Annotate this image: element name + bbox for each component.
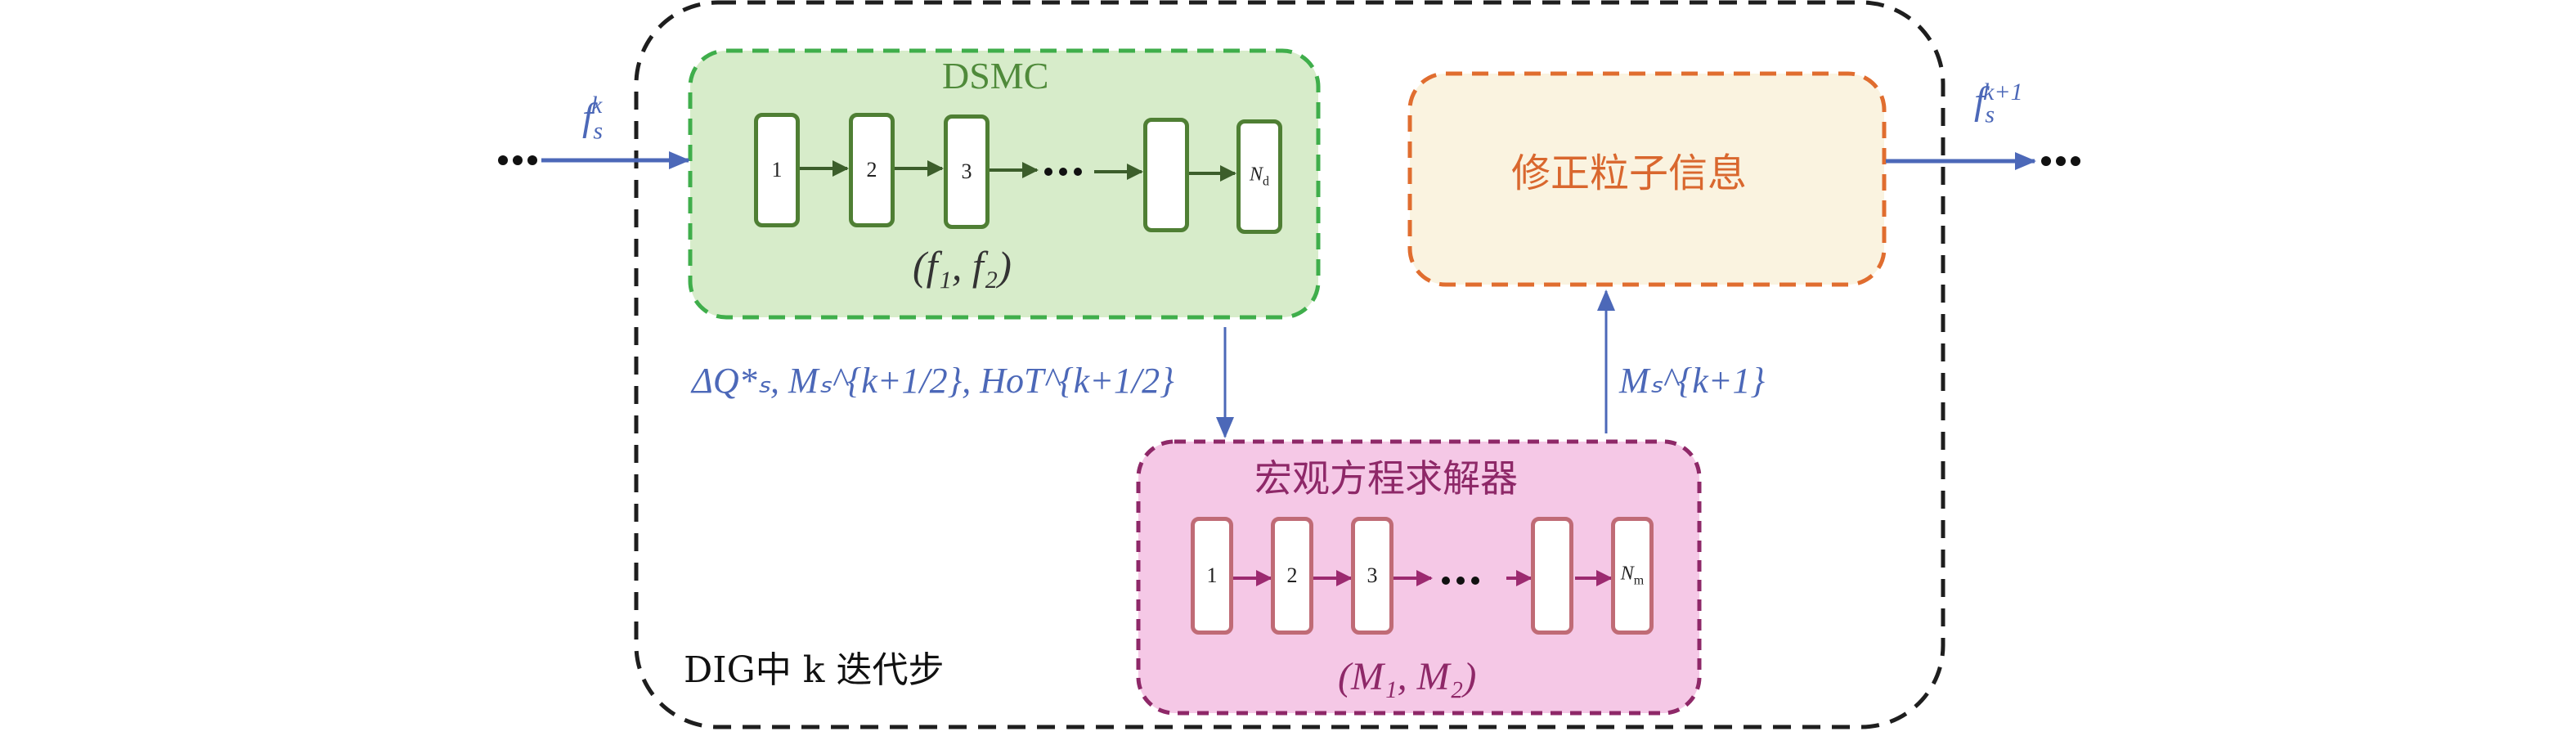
- dsmc-ellipsis-dots: [1044, 168, 1082, 176]
- solver-cell-3: 3: [1351, 517, 1393, 635]
- dsmc-cell-1: 1: [754, 113, 800, 227]
- input-label: fsk: [582, 92, 604, 145]
- dsmc-title: DSMC: [942, 55, 1049, 96]
- output-label: fsk+1: [1974, 79, 2023, 128]
- input-ellipsis: [498, 155, 537, 165]
- iteration-frame: [634, 0, 1945, 729]
- solver-cell-n-minus-1: [1531, 517, 1573, 635]
- dsmc-outputs-label: ΔQ*ₛ, Mₛ^{k+1/2}, HoT^{k+1/2}: [692, 361, 1174, 401]
- solver-ellipsis-dots: [1442, 577, 1479, 585]
- solver-cell-2: 2: [1271, 517, 1313, 635]
- dsmc-cell-n-minus-1: [1143, 118, 1189, 232]
- dsmc-subtitle: (f₁, f₂): [913, 243, 1012, 289]
- iteration-label: DIG中 k 迭代步: [684, 649, 945, 691]
- solver-output-label: Mₛ^{k+1}: [1619, 361, 1766, 401]
- solver-cell-1: 1: [1191, 517, 1233, 635]
- dsmc-box: [688, 48, 1321, 320]
- dsmc-cell-2: 2: [849, 113, 895, 227]
- dsmc-cell-3: 3: [944, 114, 990, 229]
- dsmc-cell-last: Nd: [1236, 119, 1282, 234]
- output-ellipsis: [2041, 156, 2080, 166]
- solver-cell-last: Nm: [1611, 517, 1654, 635]
- macro-solver-subtitle: (M₁, M₂): [1338, 655, 1477, 698]
- macro-solver-title: 宏观方程求解器: [1254, 456, 1518, 500]
- correction-box: [1407, 71, 1887, 287]
- dsmc-chain-arrows: [800, 160, 1236, 182]
- correction-title: 修正粒子信息: [1511, 150, 1748, 196]
